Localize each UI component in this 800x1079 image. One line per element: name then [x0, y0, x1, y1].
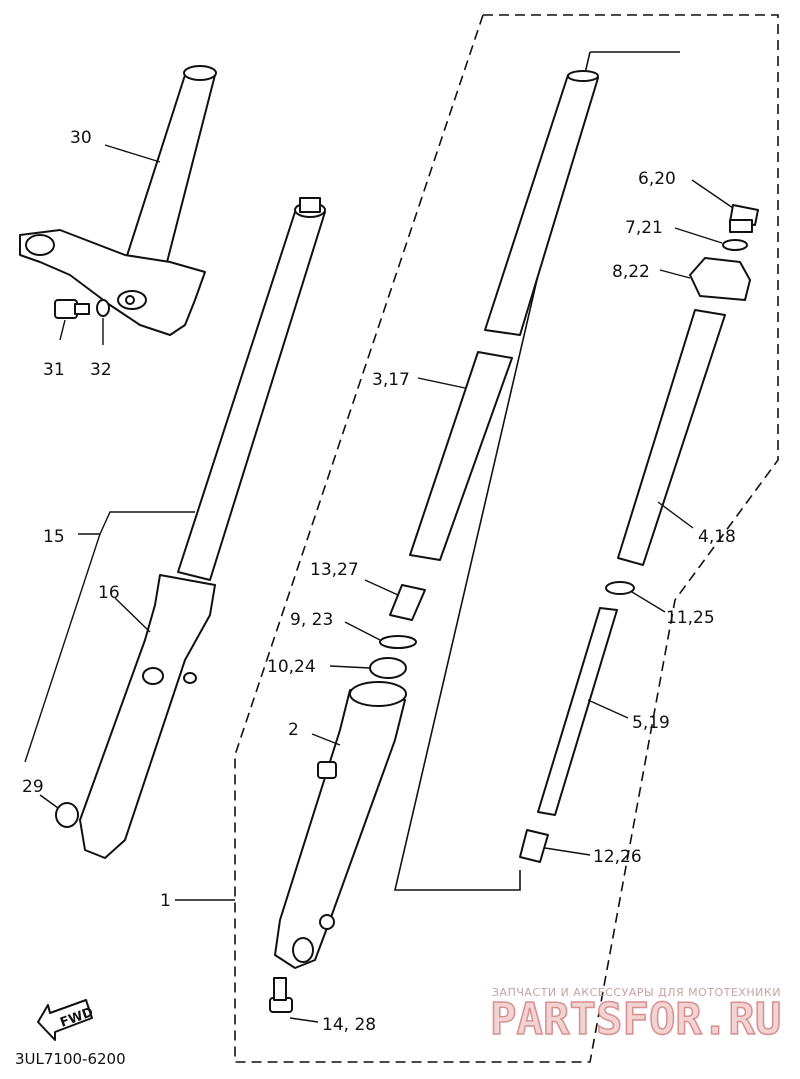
label-part-30: 30: [70, 128, 92, 148]
ring-part-11-25: [605, 581, 635, 595]
label-part-10-24: 10,24: [267, 657, 316, 677]
label-part-31: 31: [43, 360, 65, 380]
bolt-part-31: [54, 299, 90, 319]
washer-part-32: [96, 299, 110, 317]
label-part-4-18: 4,18: [698, 527, 736, 547]
label-part-11-25: 11,25: [666, 608, 715, 628]
label-part-5-19: 5,19: [632, 713, 670, 733]
fwd-arrow-icon: FWD: [37, 999, 96, 1041]
o-ring-part-7-21: [722, 239, 748, 251]
label-part-15: 15: [43, 527, 65, 547]
outer-tube-part-2: [274, 681, 407, 969]
seal-part-9-23: [379, 635, 417, 649]
fork-assembly-part-15: [79, 197, 326, 859]
steering-stem-part-30: [19, 65, 217, 336]
collar-part-13-27: [389, 584, 426, 621]
label-part-9-23: 9, 23: [290, 610, 333, 630]
diagram-code: 3UL7100-6200: [15, 1050, 126, 1068]
label-part-14-28: 14, 28: [322, 1015, 376, 1035]
internal-parts-boundary: [393, 51, 680, 891]
fork-spring-part-4-18: [617, 309, 726, 566]
label-part-3-17: 3,17: [372, 370, 410, 390]
bolt-part-14-28: [269, 977, 293, 1013]
watermark-tagline: ЗАПЧАСТИ И АКСЕССУАРЫ ДЛЯ МОТОТЕХНИКИ: [492, 986, 781, 999]
washer-part-29: [55, 802, 79, 828]
label-part-32: 32: [90, 360, 112, 380]
label-part-13-27: 13,27: [310, 560, 359, 580]
label-part-8-22: 8,22: [612, 262, 650, 282]
watermark-brand: PARTSFOR.RU: [490, 994, 781, 1045]
cap-bolt-part-6-20: [729, 204, 759, 233]
label-part-1: 1: [160, 891, 171, 911]
leader-lines: [24, 144, 734, 1023]
oil-seal-part-10-24: [369, 657, 407, 679]
assembly-boundary-dashed: [234, 14, 779, 1063]
label-part-7-21: 7,21: [625, 218, 663, 238]
label-part-2: 2: [288, 720, 299, 740]
partsfor-watermark: ЗАПЧАСТИ И АКСЕССУАРЫ ДЛЯ МОТОТЕХНИКИ PA…: [489, 986, 782, 1046]
damper-rod-part-5-19: [537, 607, 618, 816]
label-part-16: 16: [98, 583, 120, 603]
rebound-spring-part-12-26: [519, 829, 549, 863]
label-part-6-20: 6,20: [638, 169, 676, 189]
spacer-part-8-22: [689, 257, 751, 301]
label-part-29: 29: [22, 777, 44, 797]
label-part-12-26: 12,26: [593, 847, 642, 867]
inner-tube-part-3-17: [409, 70, 599, 561]
